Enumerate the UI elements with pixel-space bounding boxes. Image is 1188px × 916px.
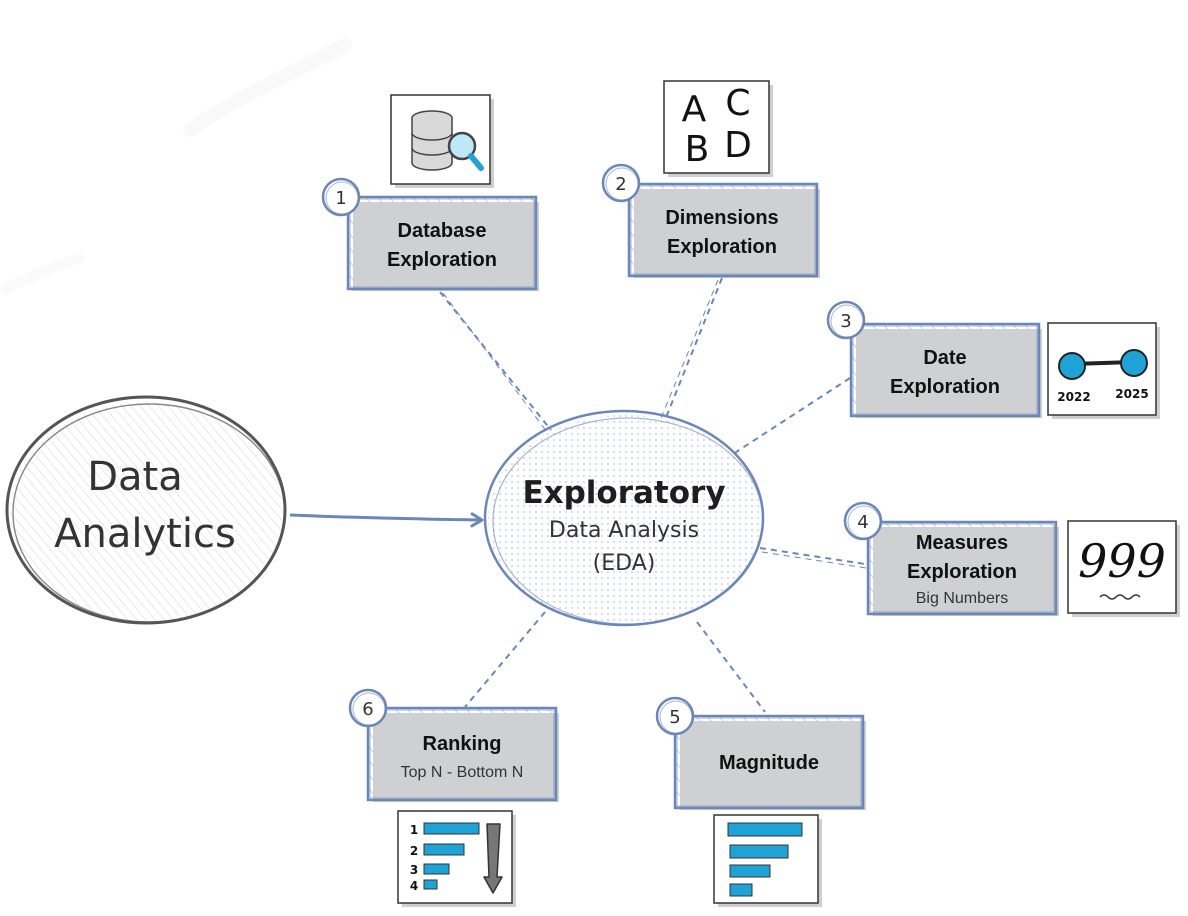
step-title-line1: Ranking: [423, 733, 502, 755]
connector-lines: [439, 277, 867, 713]
step-box: [627, 182, 819, 278]
svg-text:999: 999: [1078, 534, 1166, 588]
step-date-exploration[interactable]: Date Exploration: [849, 322, 1042, 418]
step-magnitude[interactable]: Magnitude: [673, 714, 866, 810]
svg-text:5: 5: [669, 707, 680, 728]
svg-text:2: 2: [410, 844, 418, 858]
svg-text:4: 4: [857, 512, 868, 533]
connector-database: [439, 291, 552, 431]
connector-ranking: [464, 611, 546, 708]
connector-dimensions-2: [660, 279, 719, 419]
eda-node[interactable]: Exploratory Data Analysis (EDA): [483, 409, 765, 627]
step-title-line2: Exploration: [890, 376, 1000, 398]
step-box: [866, 520, 1058, 616]
step-title-line1: Date: [923, 347, 966, 369]
svg-text:6: 6: [362, 699, 373, 720]
step-database-exploration[interactable]: Database Exploration: [346, 195, 539, 291]
step-ranking[interactable]: Ranking Top N - Bottom N: [366, 706, 559, 802]
connector-dimensions: [664, 277, 723, 421]
svg-text:4: 4: [410, 879, 418, 893]
step-title-line2: Exploration: [387, 249, 497, 271]
eda-abbreviation: (EDA): [593, 551, 656, 576]
step-box: [346, 195, 538, 291]
abcd-letters-icon: A C B D: [663, 80, 773, 177]
step-box: [366, 706, 558, 802]
step-box: [673, 714, 865, 810]
connector-measures: [759, 547, 866, 565]
step-number-badge-2: 2: [601, 163, 641, 203]
eda-subtitle: Data Analysis: [549, 518, 699, 543]
eda-title: Exploratory: [522, 475, 725, 511]
step-dimensions-exploration[interactable]: Dimensions Exploration: [627, 182, 820, 278]
svg-text:B: B: [685, 129, 710, 170]
data-analytics-node[interactable]: Data Analytics: [5, 395, 287, 625]
step-title-line2: Exploration: [907, 561, 1017, 583]
step-measures-exploration[interactable]: Measures Exploration Big Numbers: [866, 520, 1059, 616]
svg-text:3: 3: [410, 863, 418, 877]
step-box: [849, 322, 1041, 418]
connector-database-2: [442, 292, 548, 433]
svg-text:1: 1: [335, 188, 346, 209]
step-subtitle: Top N - Bottom N: [401, 764, 524, 781]
step-title-line1: Measures: [916, 532, 1008, 554]
step-title-line2: Exploration: [667, 236, 777, 258]
svg-text:D: D: [724, 125, 752, 166]
database-search-icon: [390, 94, 494, 188]
svg-text:3: 3: [840, 311, 851, 332]
svg-text:C: C: [725, 83, 750, 124]
svg-text:A: A: [682, 89, 707, 130]
data-analytics-line1: Data: [87, 454, 183, 500]
step-subtitle: Big Numbers: [916, 590, 1008, 607]
step-number-badge-4: 4: [843, 501, 883, 541]
step-number-badge-5: 5: [655, 696, 695, 736]
connector-measures-2: [761, 551, 867, 569]
bar-chart-icon: [713, 814, 822, 907]
connector-magnitude: [696, 621, 766, 713]
svg-text:1: 1: [410, 823, 418, 837]
connector-date: [729, 377, 851, 457]
step-title-line1: Magnitude: [719, 752, 819, 774]
step-title-line1: Dimensions: [665, 207, 778, 229]
step-number-badge-1: 1: [321, 177, 361, 217]
data-analytics-line2: Analytics: [54, 511, 236, 557]
big-number-icon: 999: [1067, 520, 1180, 617]
svg-text:2022: 2022: [1057, 390, 1090, 404]
ranking-list-icon: 1 2 3 4: [397, 810, 516, 907]
flow-arrow: [289, 512, 484, 528]
background-smudges: [0, 38, 352, 295]
svg-text:2: 2: [615, 174, 626, 195]
step-number-badge-3: 3: [826, 300, 866, 340]
date-range-icon: 2022 2025: [1047, 322, 1160, 419]
step-number-badge-6: 6: [348, 688, 388, 728]
svg-text:2025: 2025: [1115, 387, 1148, 401]
step-title-line1: Database: [398, 220, 487, 242]
